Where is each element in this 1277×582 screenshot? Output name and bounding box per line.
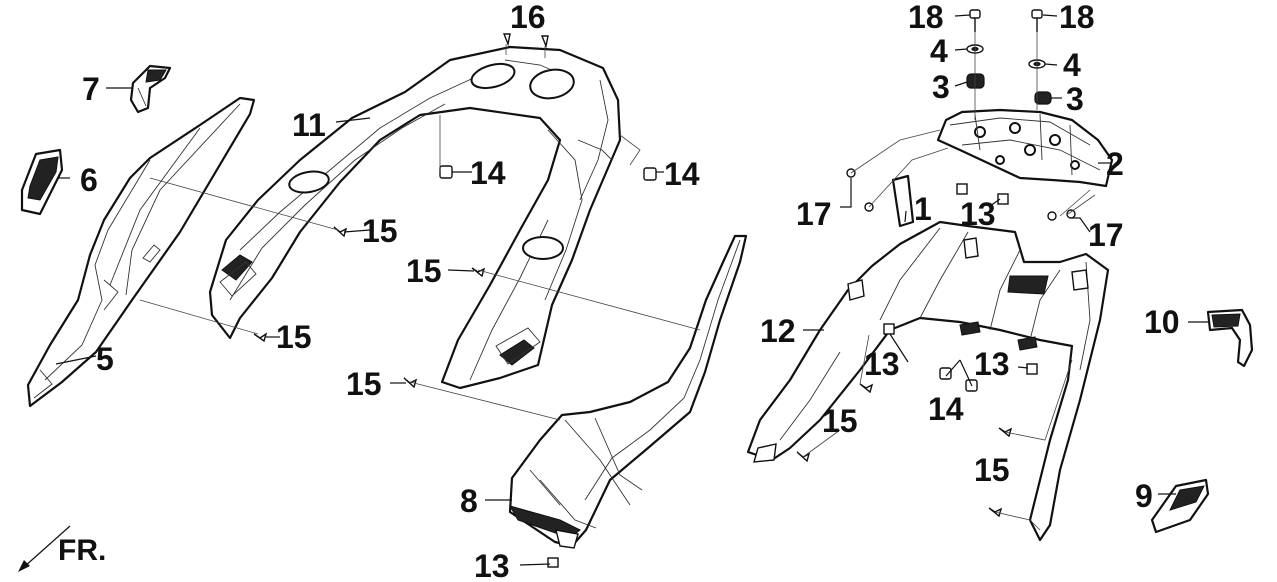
callout-15-d: 15 bbox=[346, 366, 382, 402]
callout-3-right: 3 bbox=[1066, 81, 1084, 117]
nut-13-bottom bbox=[547, 557, 559, 568]
callout-15-e: 15 bbox=[822, 403, 858, 439]
callout-9: 9 bbox=[1135, 478, 1153, 514]
nut-13-right bbox=[1026, 363, 1038, 375]
nut-13-upper bbox=[956, 183, 1009, 205]
callout-13-mid: 13 bbox=[864, 346, 900, 382]
front-arrow-line bbox=[23, 525, 71, 568]
part-2-rear-bracket bbox=[936, 108, 1114, 188]
clip-14-right bbox=[643, 167, 657, 181]
part-5-left-side-cover bbox=[26, 96, 256, 408]
part-11-rear-carrier bbox=[208, 45, 622, 390]
callout-4-left: 4 bbox=[930, 33, 948, 69]
callout-4-right: 4 bbox=[1063, 47, 1081, 83]
screw-17-right bbox=[1047, 209, 1076, 221]
callout-13-top: 13 bbox=[960, 196, 996, 232]
leader-lines bbox=[55, 14, 1208, 566]
front-label: FR. bbox=[58, 534, 106, 567]
callout-16: 16 bbox=[510, 0, 546, 35]
callout-8: 8 bbox=[460, 483, 478, 519]
callout-labels: 18 18 4 4 3 3 2 1 16 7 6 5 11 14 14 15 1… bbox=[80, 0, 1180, 582]
screw-16 bbox=[502, 33, 549, 49]
callout-13-bottom: 13 bbox=[474, 548, 510, 582]
callout-14-right: 14 bbox=[664, 156, 700, 192]
part-8-rear-lower-cover bbox=[508, 234, 748, 549]
front-direction-indicator: FR. bbox=[18, 525, 106, 572]
clip-14-left bbox=[439, 165, 453, 179]
callout-2: 2 bbox=[1106, 146, 1124, 182]
bolt-18-right bbox=[1031, 9, 1043, 32]
callout-13-right: 13 bbox=[974, 346, 1010, 382]
callout-14-lower: 14 bbox=[928, 391, 964, 427]
assembly-lines bbox=[139, 32, 1096, 531]
callout-11: 11 bbox=[292, 107, 326, 143]
callout-15-a: 15 bbox=[362, 213, 398, 249]
bolt-18-left bbox=[969, 9, 981, 32]
callout-10: 10 bbox=[1144, 304, 1180, 340]
callout-12: 12 bbox=[760, 313, 796, 349]
clip-14-lower bbox=[939, 367, 978, 392]
callout-14-left: 14 bbox=[470, 155, 506, 191]
callout-18-right: 18 bbox=[1059, 0, 1095, 35]
callout-17-left: 17 bbox=[796, 196, 832, 232]
nut-13-mid bbox=[883, 323, 895, 335]
callout-5: 5 bbox=[96, 341, 114, 377]
callout-6: 6 bbox=[80, 162, 98, 198]
grommet-3-left bbox=[966, 73, 985, 89]
callout-17-right: 17 bbox=[1088, 217, 1124, 253]
part-7-clip bbox=[129, 64, 172, 114]
part-1-strip bbox=[891, 174, 915, 228]
front-arrow-head bbox=[18, 560, 30, 572]
callout-7: 7 bbox=[82, 71, 100, 107]
part-10-right-grille bbox=[1206, 308, 1254, 368]
callout-1: 1 bbox=[914, 191, 932, 227]
part-6-grille-insert bbox=[20, 148, 64, 216]
callout-18-left: 18 bbox=[908, 0, 944, 35]
callout-3-left: 3 bbox=[932, 69, 950, 105]
callout-15-f: 15 bbox=[974, 452, 1010, 488]
part-12-inner-fender bbox=[746, 220, 1110, 542]
part-9-lower-right-grille bbox=[1150, 478, 1210, 534]
callout-15-b: 15 bbox=[406, 253, 442, 289]
callout-15-c: 15 bbox=[276, 319, 312, 355]
